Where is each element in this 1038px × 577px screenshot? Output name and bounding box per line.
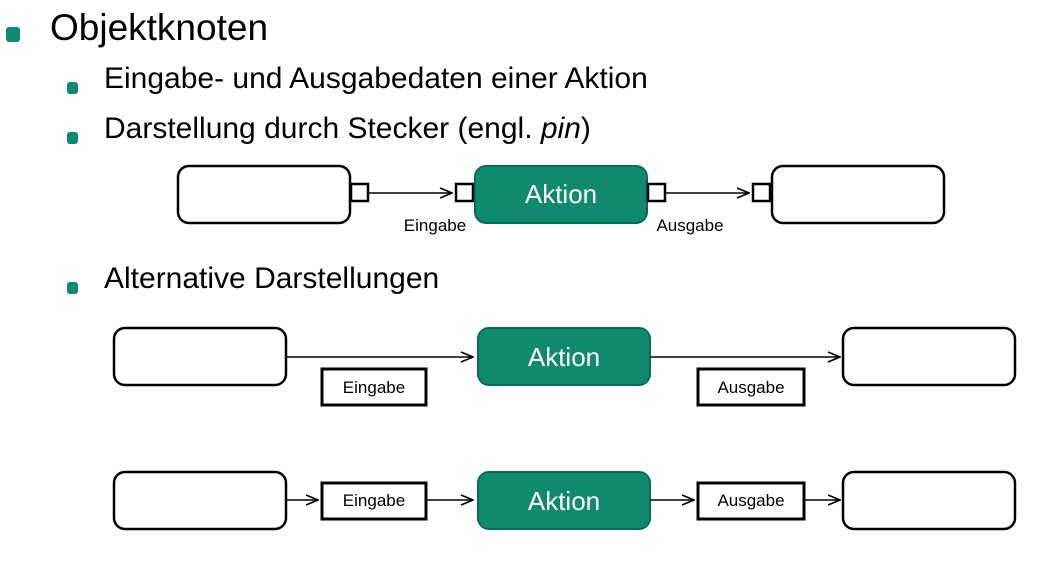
bullet-text-3: Alternative Darstellungen — [104, 262, 440, 295]
object-node-left — [112, 470, 288, 531]
input-object-label: Eingabe — [343, 491, 405, 510]
bullet-square-icon — [67, 132, 78, 144]
alternative-diagram-2: Eingabe Aktion Ausgabe — [112, 470, 1017, 531]
output-pin-label: Ausgabe — [656, 216, 723, 235]
output-object-node — [696, 367, 806, 407]
output-object-node — [696, 481, 806, 521]
alternative-diagram-1: Aktion Eingabe Ausgabe — [112, 326, 1017, 407]
object-node-right — [770, 164, 946, 225]
object-node-right — [841, 470, 1017, 531]
input-object-label: Eingabe — [343, 378, 405, 397]
input-pin-label: Eingabe — [404, 216, 466, 235]
output-pin — [646, 182, 667, 203]
action-label: Aktion — [528, 342, 600, 372]
output-pin-left — [349, 182, 370, 203]
input-object-node — [320, 367, 428, 407]
bullet-text-2-main: Darstellung durch Stecker (engl. — [104, 112, 541, 145]
bullet-text-2-close: ) — [580, 112, 591, 145]
pin-diagram: Aktion Eingabe Ausgabe — [176, 164, 946, 235]
object-node-right — [841, 326, 1017, 387]
input-pin — [454, 182, 475, 203]
bullet-text-1: Eingabe- und Ausgabedaten einer Aktion — [104, 62, 648, 95]
page-title: Objektknoten — [50, 7, 269, 48]
action-label: Aktion — [525, 179, 597, 209]
bullet-text-2: Darstellung durch Stecker (engl. pin) — [104, 114, 591, 144]
bullet-square-icon — [67, 82, 78, 94]
object-node-left — [176, 164, 352, 225]
object-node-left — [112, 326, 288, 387]
bullet-square-icon — [6, 27, 20, 42]
action-label: Aktion — [528, 486, 600, 516]
bullet-square-icon — [67, 282, 78, 294]
input-pin-right — [751, 182, 772, 203]
output-object-label: Ausgabe — [717, 378, 784, 397]
bullet-text-2-italic: pin — [540, 112, 581, 145]
output-object-label: Ausgabe — [717, 491, 784, 510]
input-object-node — [320, 481, 428, 521]
